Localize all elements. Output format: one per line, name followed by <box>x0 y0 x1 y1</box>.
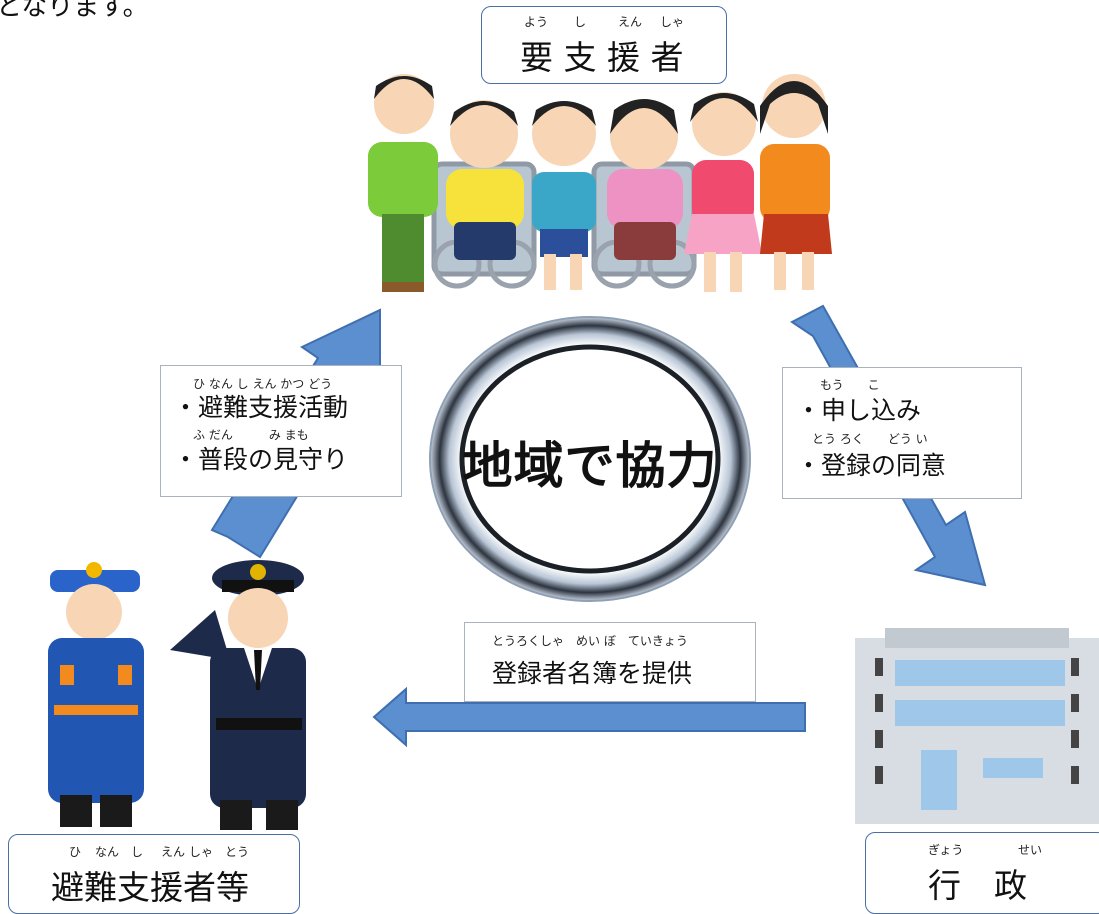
bottom-ruby: とうろくしゃ めい ぼ ていきょう <box>492 634 688 648</box>
police-officer-illustration <box>170 560 306 830</box>
left-line1-ruby: ひ なん し えん かつ どう <box>193 377 333 391</box>
left-line2-ruby: ふ だん み まも <box>193 428 309 442</box>
admin-ruby-2: せい <box>1018 843 1043 857</box>
admin-ruby-1: ぎょう <box>928 843 964 857</box>
right-line1: ・申し込み <box>796 396 922 425</box>
supporter-ruby-6: とう <box>225 845 250 859</box>
center-label: 地域で協力 <box>462 437 718 495</box>
admin-label: 行 政 <box>928 866 1027 905</box>
supporter-label: 避難支援者等 <box>51 868 249 907</box>
requester-box: よう し えん しゃ 要 支 援 者 <box>481 6 727 84</box>
supporter-ruby-4: えん <box>161 845 186 859</box>
requester-label: 要 支 援 者 <box>520 38 684 77</box>
bottom-text-box <box>464 622 756 702</box>
top-fragment-text: となります。 <box>0 0 149 22</box>
requester-ruby-2: し <box>574 15 587 29</box>
supporter-ruby-1: ひ <box>69 845 82 859</box>
supporter-ruby-2: なん <box>95 845 120 859</box>
supporter-ruby-5: しゃ <box>189 845 214 859</box>
left-line1: ・避難支援活動 <box>173 393 349 422</box>
government-building-illustration <box>855 628 1099 824</box>
firefighter-police-illustration <box>48 560 306 830</box>
left-line2: ・普段の見守り <box>173 445 349 474</box>
right-text-box <box>782 367 1022 499</box>
requester-ruby-1: よう <box>524 15 549 29</box>
supporter-box: ひ なん し えん しゃ とう 避難支援者等 <box>8 834 300 914</box>
supporter-ruby-3: し <box>131 845 144 859</box>
firefighter-illustration <box>48 562 144 827</box>
bottom-label: 登録者名簿を提供 <box>492 659 693 688</box>
arrow-admin-to-supporters <box>372 686 806 748</box>
left-text-box <box>160 365 402 497</box>
center-ellipse <box>429 316 751 602</box>
requester-ruby-4: しゃ <box>660 15 685 29</box>
admin-box: ぎょう せい 行 政 <box>865 832 1099 914</box>
right-line1-ruby: もう こ <box>820 378 880 392</box>
people-group-illustration <box>368 74 832 292</box>
right-line2: ・登録の同意 <box>796 451 947 480</box>
requester-ruby-3: えん <box>618 15 643 29</box>
right-line2-ruby: とう ろく どう い <box>812 432 928 446</box>
